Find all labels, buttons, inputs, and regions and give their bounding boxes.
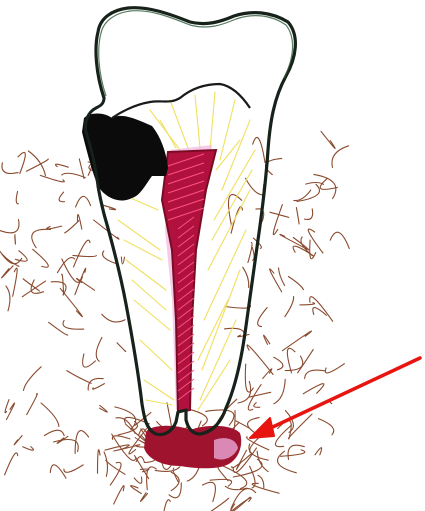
bone-stroke	[15, 235, 16, 244]
